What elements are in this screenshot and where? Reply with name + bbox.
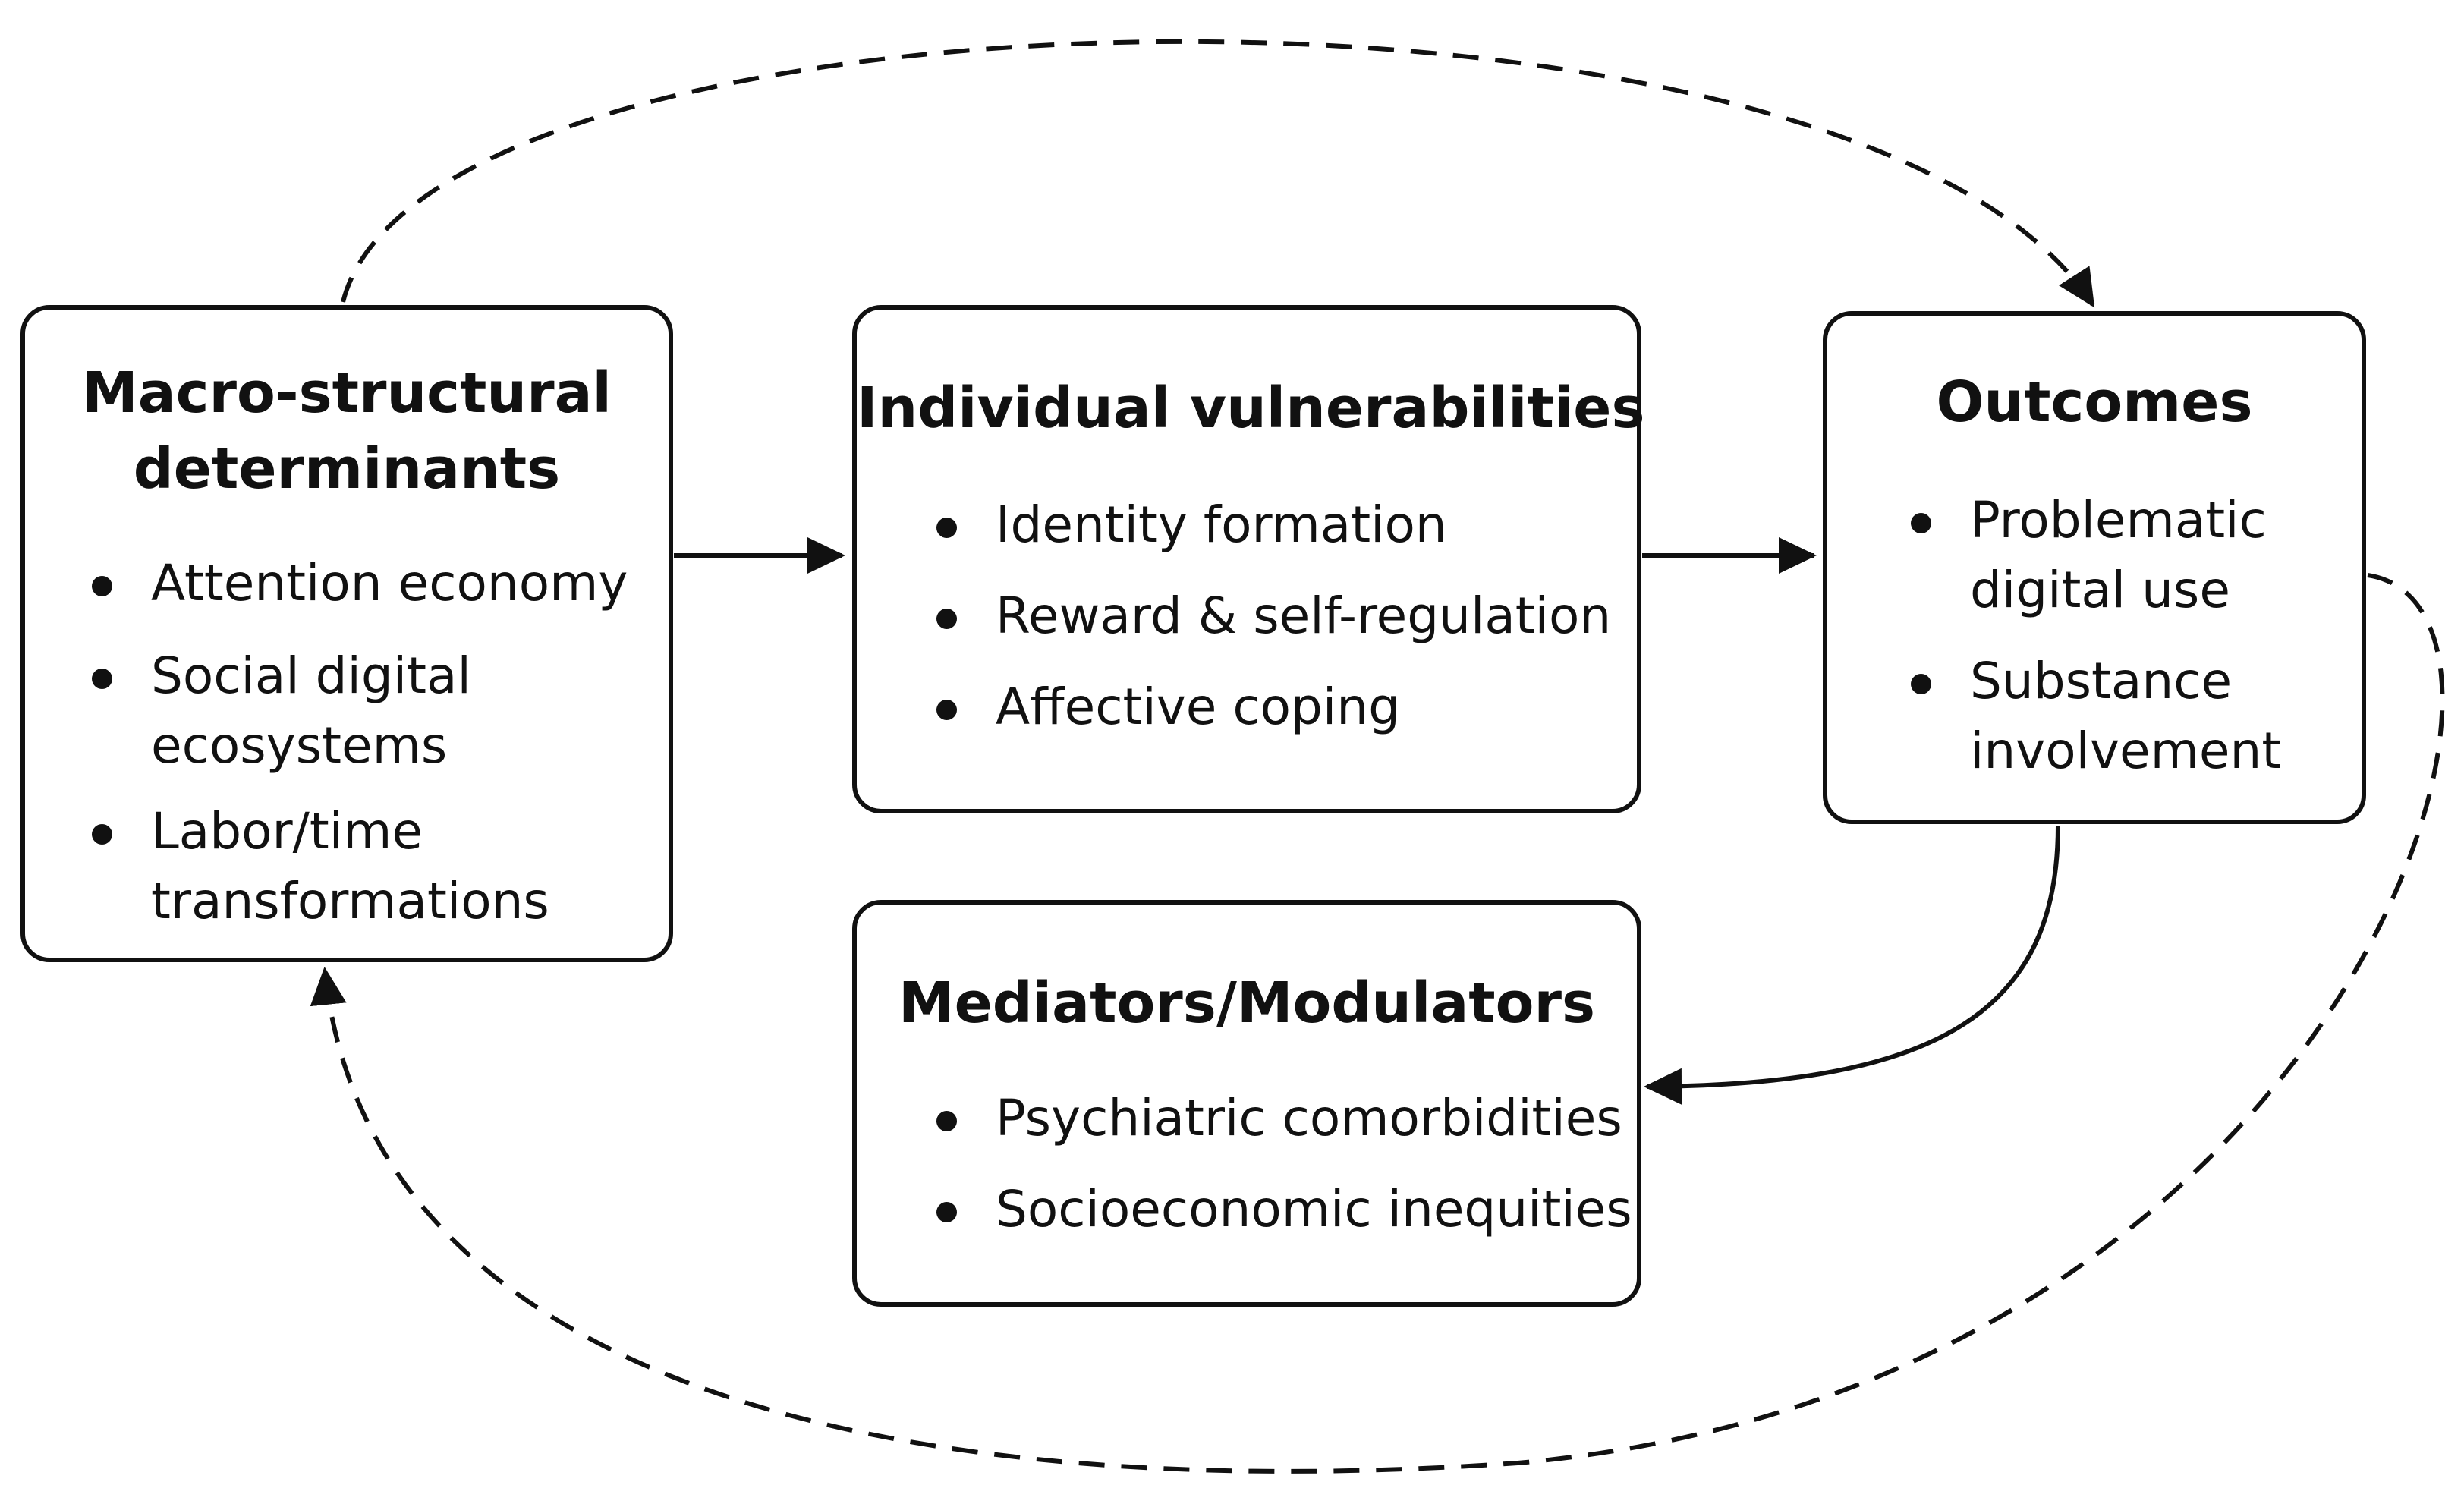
macro-structural-determinants-box: Macro-structural determinants Attention … — [20, 305, 673, 962]
bullet-icon — [936, 518, 957, 538]
list-item-text: Affective coping — [996, 678, 1400, 736]
bullet-icon — [92, 669, 112, 689]
arrow-outcomes-to-mediators — [1644, 825, 2060, 1105]
list-item-text: Socioeconomic inequities — [996, 1180, 1632, 1238]
macro-title: Macro-structural determinants — [25, 355, 669, 507]
outcomes-title: Outcomes — [1936, 370, 2253, 435]
dashed-arrow-outcomes-to-macro — [310, 573, 2445, 1474]
bullet-icon — [936, 1111, 957, 1131]
individual-title: Individual vulnerabilities — [857, 376, 1645, 441]
bullet-icon — [936, 1202, 957, 1222]
list-item-text: Identity formation — [996, 496, 1447, 554]
bullet-icon — [92, 576, 112, 596]
macro-title-line-1: Macro-structural — [82, 360, 612, 426]
list-item-text: Psychiatric comorbidities — [996, 1089, 1622, 1147]
list-item-text: Attention economy — [151, 554, 628, 612]
dashed-arrow-macro-to-outcomes — [341, 39, 2095, 308]
individual-vulnerabilities-box: Individual vulnerabilities Identity form… — [852, 305, 1645, 813]
bullet-icon — [1911, 513, 1931, 533]
bullet-icon — [1911, 674, 1931, 694]
list-item-text: Reward & self-regulation — [996, 587, 1612, 645]
mediators-title: Mediators/Modulators — [898, 971, 1596, 1036]
macro-title-line-2: determinants — [133, 436, 561, 502]
bullet-icon — [936, 609, 957, 629]
bullet-icon — [92, 824, 112, 845]
bullet-icon — [936, 700, 957, 720]
mediators-modulators-box: Mediators/Modulators Psychiatric comorbi… — [852, 900, 1641, 1307]
